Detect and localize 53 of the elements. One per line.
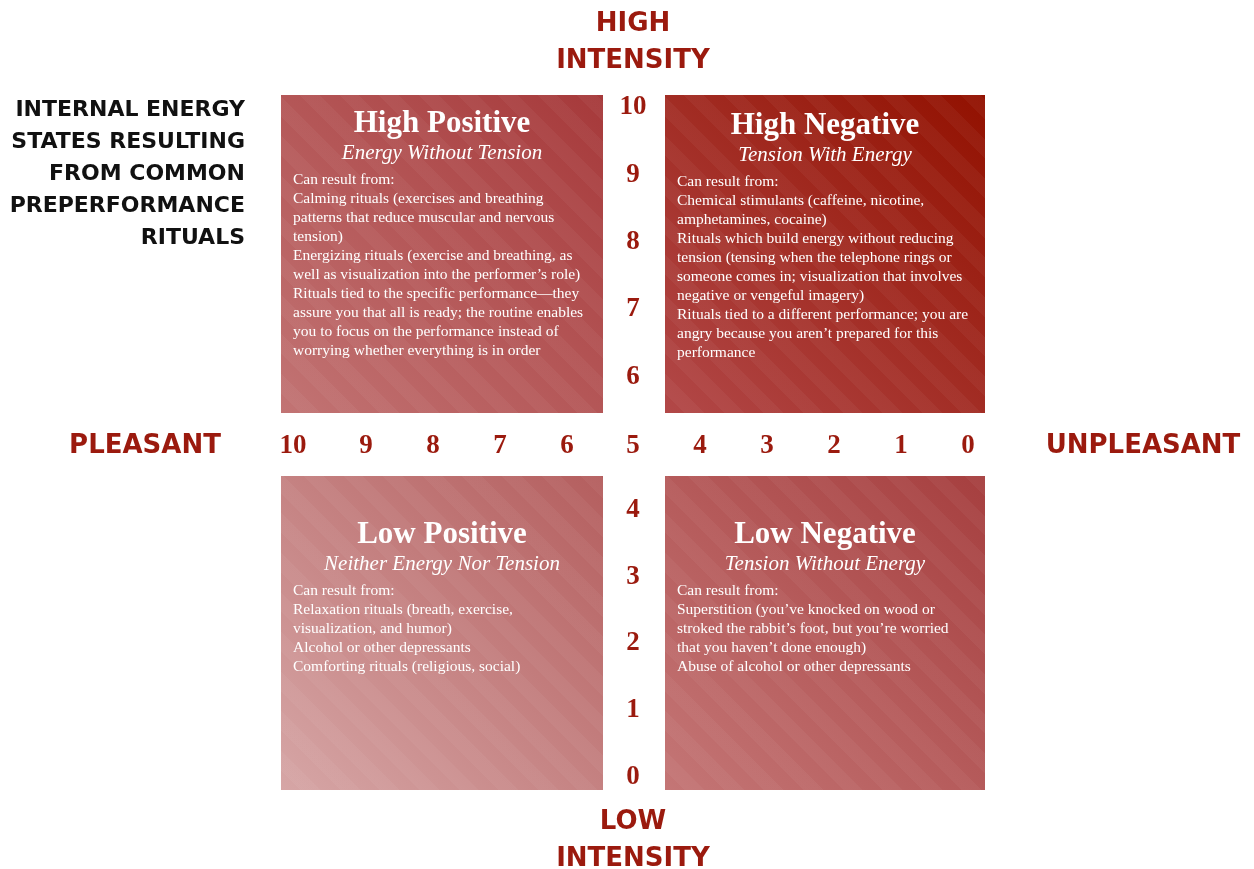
quadrant-subheading: Energy Without Tension (340, 139, 544, 165)
scale-number: 3 (760, 428, 774, 460)
scale-number: 6 (560, 428, 574, 460)
scale-number: 10 (279, 428, 307, 460)
scale-number: 2 (626, 625, 640, 657)
scale-number: 8 (626, 224, 640, 256)
scale-number: 7 (626, 291, 640, 323)
scale-number: 1 (626, 692, 640, 724)
body-text: Can result from: (292, 580, 396, 599)
quadrant-panel (665, 95, 985, 413)
scale-number: 10 (619, 89, 647, 121)
axis-label: PLEASANT (69, 427, 221, 461)
scale-number: 5 (626, 428, 640, 460)
scale-number: 4 (693, 428, 707, 460)
scale-number: 0 (961, 428, 975, 460)
quadrant-heading: High Positive (352, 105, 532, 139)
axis-label: UNPLEASANT (1045, 427, 1241, 461)
body-text: Relaxation rituals (breath, exercise, visualization, and humor) (292, 599, 514, 637)
body-text: Energizing rituals (exercise and breathing, as well as visualization into the performer’s role) (292, 245, 582, 283)
body-text: Superstition (you’ve knocked on wood or stroked the rabbit’s foot, but you’re worried that you haven’t done enough) (676, 599, 950, 656)
quadrant-heading: Low Positive (356, 516, 528, 550)
body-text: Rituals which build energy without reducing tension (tensing when the telephone rings or someone comes in; visualization that involves negative or vengeful imagery) (676, 228, 964, 304)
axis-label: HIGH INTENSITY (555, 6, 711, 76)
quadrant-panel (281, 95, 603, 413)
quadrant-panel (665, 476, 985, 790)
body-text: Can result from: (676, 580, 780, 599)
scale-number: 2 (827, 428, 841, 460)
body-text: Chemical stimulants (caffeine, nicotine, amphetamines, cocaine) (676, 190, 926, 228)
axis-label: LOW INTENSITY (555, 804, 711, 869)
body-text: Calming rituals (exercises and breathing patterns that reduce muscular and nervous tension) (292, 188, 556, 245)
body-text: Comforting rituals (religious, social) (292, 656, 522, 675)
quadrant-heading: Low Negative (733, 516, 917, 550)
body-text: Abuse of alcohol or other depressants (676, 656, 912, 675)
scale-number: 1 (894, 428, 908, 460)
scale-number: 4 (626, 492, 640, 524)
scale-number: 7 (493, 428, 507, 460)
chart-title: INTERNAL ENERGY STATES RESULTING FROM COMMON PREPERFORMANCE RITUALS (8, 95, 245, 251)
scale-number: 8 (426, 428, 440, 460)
quadrant-subheading: Tension With Energy (737, 141, 913, 167)
body-text: Rituals tied to the specific performance—they assure you that all is ready; the routine enables you to focus on the performance instead of worrying whether everything is in order (292, 283, 585, 359)
body-text: Alcohol or other depressants (292, 637, 472, 656)
quadrant-subheading: Tension Without Energy (723, 550, 927, 576)
body-text: Can result from: (292, 169, 396, 188)
quadrant-heading: High Negative (729, 107, 921, 141)
scale-number: 0 (626, 759, 640, 791)
scale-number: 9 (359, 428, 373, 460)
body-text: Can result from: (676, 171, 780, 190)
scale-number: 3 (626, 559, 640, 591)
scale-number: 9 (626, 157, 640, 189)
body-text: Rituals tied to a different performance; you are angry because you aren’t prepared for this performance (676, 304, 970, 361)
quadrant-panel (281, 476, 603, 790)
scale-number: 6 (626, 359, 640, 391)
quadrant-subheading: Neither Energy Nor Tension (323, 550, 561, 576)
